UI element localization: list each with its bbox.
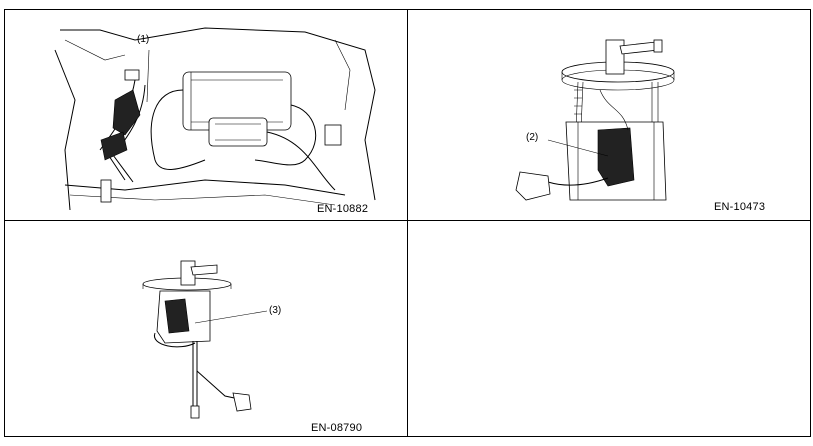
figure-1-cell: (1) EN-10882 — [5, 10, 408, 221]
callout-1: (1) — [137, 34, 150, 45]
fuel-sub-meter-illustration — [142, 260, 268, 419]
engine-bay-illustration — [54, 27, 376, 211]
figure-3-cell: (3) EN-08790 — [5, 221, 408, 436]
figure-code-1: EN-10882 — [317, 203, 369, 215]
figure-code-3: EN-08790 — [311, 422, 363, 434]
callout-2: (2) — [526, 132, 539, 143]
figure-grid: (1) EN-10882 (2) — [4, 9, 811, 437]
figure-2-cell: (2) EN-10473 — [408, 10, 810, 221]
empty-cell — [408, 221, 810, 436]
callout-3: (3) — [269, 305, 282, 316]
figure-code-2: EN-10473 — [714, 201, 766, 213]
fuel-pump-assembly-illustration — [515, 39, 675, 201]
